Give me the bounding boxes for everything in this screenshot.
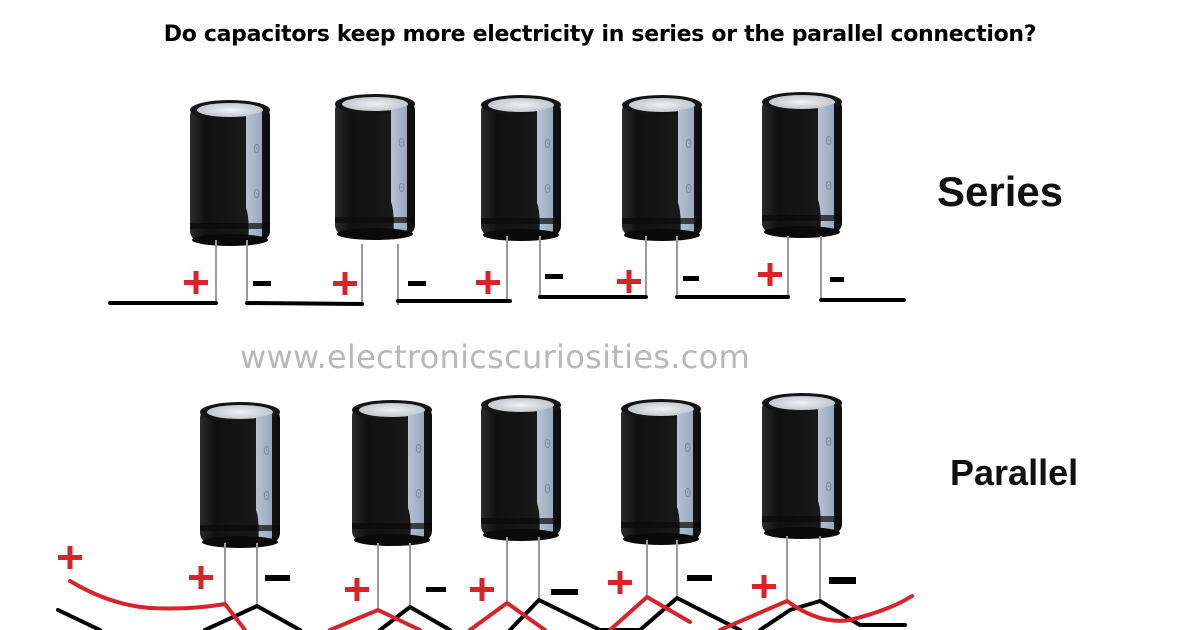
plus-icon — [617, 270, 641, 293]
minus-icon — [687, 575, 712, 581]
input-plus-icon — [58, 546, 82, 569]
series-capacitors — [190, 92, 842, 305]
plus-icon — [333, 272, 357, 295]
series-capacitor-3 — [481, 95, 561, 302]
plus-icon — [476, 271, 500, 294]
plus-icon — [758, 263, 782, 286]
minus-icon — [408, 281, 426, 286]
series-capacitor-5 — [762, 92, 842, 300]
page-title: Do capacitors keep more electricity in s… — [163, 22, 1037, 47]
parallel-capacitor-5 — [762, 393, 842, 601]
watermark: www.electronicscuriosities.com — [240, 338, 750, 376]
parallel-capacitor-4 — [621, 399, 701, 598]
minus-icon — [253, 281, 271, 286]
parallel-capacitor-3 — [481, 395, 561, 603]
series-polarity-marks — [184, 263, 844, 295]
plus-icon — [189, 566, 213, 589]
parallel-capacitors — [200, 393, 842, 610]
plus-icon — [470, 578, 494, 601]
series-capacitor-4 — [622, 95, 702, 298]
plus-icon — [184, 271, 208, 294]
minus-icon — [545, 274, 563, 279]
minus-icon — [426, 587, 446, 592]
minus-icon — [829, 577, 856, 584]
parallel-positive-wire — [68, 579, 914, 630]
series-label: Series — [937, 168, 1064, 215]
plus-icon — [608, 571, 632, 594]
parallel-capacitor-2 — [352, 400, 432, 610]
minus-icon — [265, 575, 290, 581]
plus-icon — [752, 575, 776, 598]
parallel-negative-wire — [56, 596, 907, 630]
plus-icon — [345, 578, 369, 601]
parallel-polarity-marks — [58, 546, 856, 601]
parallel-label: Parallel — [950, 452, 1079, 493]
minus-icon — [830, 277, 844, 282]
minus-icon — [551, 589, 578, 595]
series-wires — [108, 295, 906, 306]
series-capacitor-1 — [190, 100, 270, 303]
minus-icon — [683, 276, 699, 281]
parallel-capacitor-1 — [200, 402, 280, 606]
series-capacitor-2 — [335, 94, 415, 305]
